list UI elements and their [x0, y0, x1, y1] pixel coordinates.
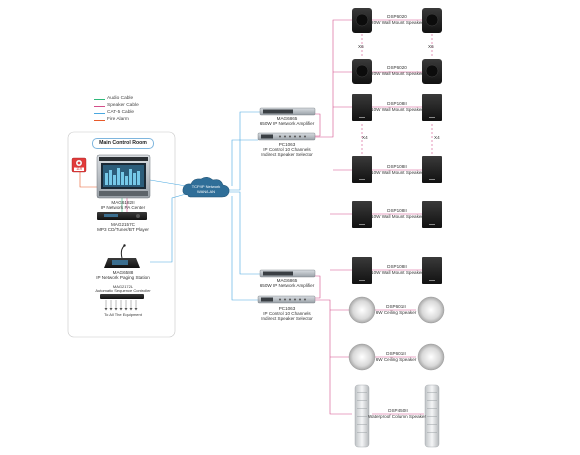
dsp450-column-speakers: [354, 384, 440, 448]
dsp6020-desc-bottom: 20W Wall Mount Speaker: [371, 71, 423, 76]
pa-center-device: [96, 154, 151, 199]
dsp601-desc-1: 6W Ceiling Speaker: [375, 310, 417, 315]
dsp108-desc-1: 10W Wall Mount Speaker: [371, 107, 423, 112]
pa-center-desc: IP Network PA Center: [100, 205, 146, 210]
upper-amp-model: MAG6865: [276, 116, 298, 121]
dsp6020-multiplier-left: X6: [358, 44, 364, 49]
legend-cat5-label: CAT-5 Cable: [107, 110, 135, 115]
main-control-room-title: Main Control Room: [92, 138, 154, 149]
legend-fire-label: Fire Alarm: [107, 117, 129, 122]
legend-speaker-label: Speaker Cable: [107, 103, 139, 108]
sequencer-model: MAG2172L: [112, 284, 134, 289]
legend-cat5-swatch: [94, 113, 105, 114]
fire-alarm-panel: [71, 157, 87, 173]
dsp108-model-1: DSP108II: [387, 101, 407, 106]
sequencer-desc: Automatic Sequence Controller: [95, 288, 151, 293]
legend-audio-swatch: [94, 99, 105, 100]
dsp108-multiplier-right: X4: [434, 135, 440, 140]
dsp6020-desc-top: 20W Wall Mount Speaker: [371, 20, 423, 25]
player-desc: MP3 CD/Tuner/BT Player: [97, 227, 149, 232]
dsp108-desc-4: 10W Wall Mount Speaker: [371, 270, 423, 275]
dsp6020-speaker-right-bottom: [422, 59, 442, 84]
upper-sel-desc1: IP Control 10 Channels: [263, 147, 311, 152]
dsp108-model-4: DSP108II: [387, 264, 407, 269]
player-model: MAG2157C: [110, 222, 135, 227]
dsp450-model: DSP450II: [388, 408, 408, 413]
upper-selector-device: [257, 132, 316, 141]
network-cloud: [182, 177, 230, 198]
dsp601-ceiling-speakers: [348, 296, 445, 371]
dsp6020-speaker-left-bottom: [352, 59, 372, 84]
dsp108-model-3: DSP108II: [387, 208, 407, 213]
paging-station-device: [104, 244, 140, 268]
cables: [79, 19, 433, 415]
pa-center-model: MAG6182II: [111, 200, 135, 205]
lower-sel-desc1: IP Control 10 Channels: [263, 311, 311, 316]
dsp6020-model-bottom: DSP6020: [387, 65, 407, 70]
lower-sel-desc2: Indirect Speaker Selector: [261, 316, 313, 321]
dsp6020-model-top: DSP6020: [387, 14, 407, 19]
lower-sel-model: PC1063: [278, 306, 296, 311]
lower-amplifier-device: [259, 269, 316, 278]
dsp108-desc-2: 10W Wall Mount Speaker: [371, 170, 423, 175]
network-line1: TCP/IP Network: [191, 184, 221, 189]
dsp450-desc: Waterproof Column Speaker: [367, 414, 427, 419]
player-device: [97, 212, 147, 220]
legend-speaker-swatch: [94, 106, 105, 107]
dsp108-model-2: DSP108II: [387, 164, 407, 169]
dsp108-speaker-logos: [359, 117, 435, 281]
dsp6020-multiplier-right: X6: [428, 44, 434, 49]
legend-audio-label: Audio Cable: [107, 96, 134, 101]
dsp108-desc-3: 10W Wall Mount Speaker: [371, 214, 423, 219]
fire-panel-text: 119: [76, 167, 82, 171]
dsp6020-speaker-right-top: [422, 8, 442, 33]
sequencer-note: To All The Equipment: [104, 312, 142, 317]
paging-desc: IP Network Paging Station: [96, 275, 150, 280]
lower-amp-model: MAG6865: [276, 278, 298, 283]
dsp108-multiplier-left: X4: [362, 135, 368, 140]
upper-sel-desc2: Indirect Speaker Selector: [261, 152, 313, 157]
upper-sel-model: PC1063: [278, 142, 296, 147]
dsp601-model-2: DSP601II: [386, 351, 406, 356]
lower-selector-device: [257, 295, 316, 304]
sequencer-device: [100, 294, 144, 311]
lower-amp-desc: 650W IP Network Amplifier: [259, 283, 315, 288]
upper-amp-desc: 650W IP Network Amplifier: [259, 121, 315, 126]
dsp108-speaker-group: [352, 94, 442, 284]
legend-fire-swatch: [94, 120, 105, 121]
dsp601-model-1: DSP601II: [386, 304, 406, 309]
dsp601-desc-2: 6W Ceiling Speaker: [375, 357, 417, 362]
upper-amplifier-device: [259, 107, 316, 116]
network-line2: WAN/LAN: [196, 189, 216, 194]
dsp6020-speaker-left-top: [352, 8, 372, 33]
paging-model: MAG6588: [112, 270, 134, 275]
